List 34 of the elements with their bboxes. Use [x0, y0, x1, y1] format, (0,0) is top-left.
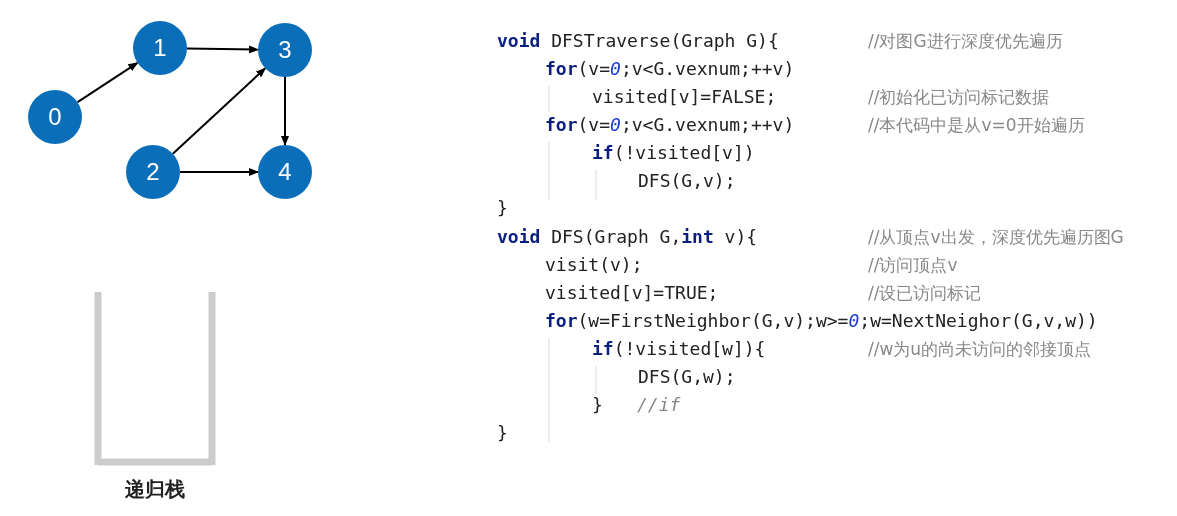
code-line: void DFS(Graph G,int v){ — [497, 226, 758, 248]
vertex-circle: 0 — [28, 90, 82, 144]
code-comment: //if — [637, 394, 681, 416]
code-comment: //从顶点v出发，深度优先遍历图G — [868, 226, 1124, 248]
code-comment: //设已访问标记 — [868, 282, 982, 304]
stack-label: 递归栈 — [124, 476, 186, 503]
code-line: if(!visited[v]) — [592, 142, 755, 164]
vertex-circle: 1 — [133, 21, 187, 75]
code-line: for(v=0;v<G.vexnum;++v) — [545, 58, 795, 80]
code-comment: //w为u的尚未访问的邻接顶点 — [868, 338, 1092, 360]
code-comment: //访问顶点v — [868, 254, 958, 276]
code-comment: //本代码中是从v=0开始遍历 — [868, 114, 1085, 136]
arrow — [179, 168, 259, 176]
vertex-circle: 2 — [126, 145, 180, 199]
code-line: void DFSTraverse(Graph G){ — [497, 30, 779, 52]
code-line: visit(v); — [545, 254, 643, 276]
vertex-circle: 3 — [258, 23, 312, 77]
code-line: DFS(G,w); — [638, 366, 736, 388]
code-comment: //初始化已访问标记数据 — [868, 86, 1050, 108]
code-line: for(w=FirstNeighbor(G,v);w>=0;w=NextNeighor(G,v,w)) — [545, 310, 1098, 332]
arrow — [76, 61, 139, 104]
code-line: } — [592, 394, 603, 416]
code-line: } — [497, 197, 508, 219]
code-line: visited[v]=TRUE; — [545, 282, 719, 304]
code-line: for(v=0;v<G.vexnum;++v) — [545, 114, 795, 136]
code-line: } — [497, 422, 508, 444]
vertex-circle: 4 — [258, 145, 312, 199]
code-line: visited[v]=FALSE; — [592, 86, 777, 108]
arrow — [281, 76, 289, 146]
code-line: if(!visited[w]){ — [592, 338, 766, 360]
code-comment: //对图G进行深度优先遍历 — [868, 30, 1063, 52]
arrow — [171, 67, 267, 155]
arrow — [186, 45, 259, 54]
code-line: DFS(G,v); — [638, 170, 736, 192]
